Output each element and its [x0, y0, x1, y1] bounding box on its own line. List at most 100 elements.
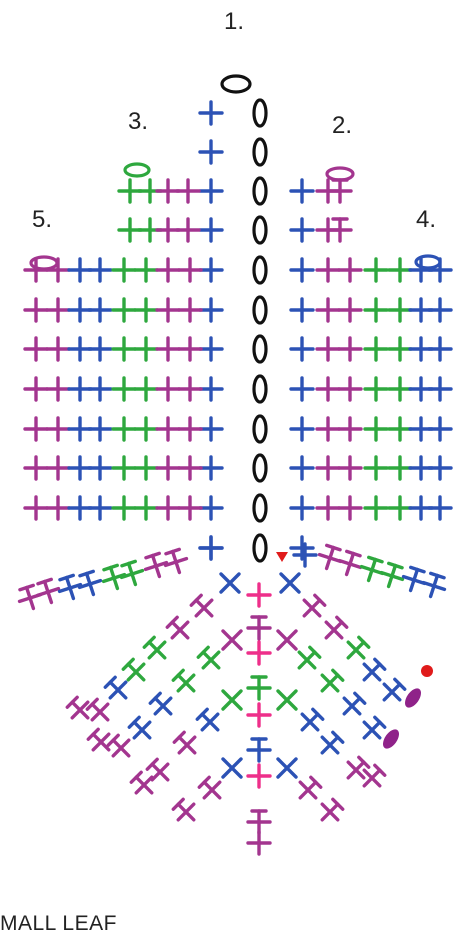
single-crochet-stitch: [198, 178, 224, 204]
single-crochet-stitch: [246, 702, 272, 728]
double-crochet-stitch: [421, 571, 447, 599]
double-crochet-stitch: [379, 561, 405, 589]
single-crochet-stitch: [198, 416, 224, 442]
single-crochet-stitch: [133, 495, 159, 521]
single-crochet-stitch: [155, 257, 181, 283]
single-crochet-stitch: [387, 495, 413, 521]
single-crochet-stitch: [177, 455, 203, 481]
single-crochet-stitch: [363, 376, 389, 402]
single-crochet-stitch: [175, 178, 201, 204]
single-crochet-stitch: [427, 376, 453, 402]
half-double-crochet-stitch: [221, 689, 243, 711]
single-crochet-stitch: [133, 416, 159, 442]
single-crochet-stitch: [427, 416, 453, 442]
single-crochet-stitch: [337, 416, 363, 442]
single-crochet-stitch: [155, 376, 181, 402]
single-crochet-stitch: [315, 495, 341, 521]
double-crochet-stitch: [320, 797, 345, 822]
single-crochet-stitch: [315, 455, 341, 481]
single-crochet-stitch: [87, 336, 113, 362]
double-crochet-stitch: [297, 645, 322, 670]
row-label-1: 1.: [224, 8, 245, 35]
chain-stitch: [414, 254, 442, 270]
single-crochet-stitch: [246, 830, 272, 856]
double-crochet-stitch: [142, 635, 167, 660]
double-crochet-stitch: [119, 559, 145, 587]
single-crochet-stitch: [198, 217, 224, 243]
double-crochet-stitch: [246, 675, 272, 701]
single-crochet-stitch: [177, 257, 203, 283]
single-crochet-stitch: [155, 495, 181, 521]
double-crochet-stitch: [346, 755, 371, 780]
single-crochet-stitch: [177, 495, 203, 521]
chain-stitch: [220, 74, 252, 94]
single-crochet-stitch: [387, 257, 413, 283]
single-crochet-stitch: [87, 297, 113, 323]
single-crochet-stitch: [87, 376, 113, 402]
start-marker: [276, 552, 288, 562]
single-crochet-stitch: [198, 139, 224, 165]
single-crochet-stitch: [337, 297, 363, 323]
single-crochet-stitch: [363, 416, 389, 442]
chain-stitch: [123, 162, 151, 178]
double-crochet-stitch: [129, 770, 154, 795]
single-crochet-stitch: [23, 455, 49, 481]
double-crochet-stitch: [317, 543, 343, 571]
single-crochet-stitch: [175, 217, 201, 243]
double-crochet-stitch: [246, 615, 272, 641]
single-crochet-stitch: [363, 297, 389, 323]
single-crochet-stitch: [387, 416, 413, 442]
single-crochet-stitch: [177, 416, 203, 442]
single-crochet-stitch: [87, 455, 113, 481]
single-crochet-stitch: [289, 178, 315, 204]
single-crochet-stitch: [177, 336, 203, 362]
single-crochet-stitch: [111, 455, 137, 481]
double-crochet-stitch: [163, 547, 189, 575]
single-crochet-stitch: [289, 297, 315, 323]
double-crochet-stitch: [86, 727, 111, 752]
half-double-crochet-stitch: [219, 572, 241, 594]
double-crochet-stitch: [346, 635, 371, 660]
single-crochet-stitch: [177, 297, 203, 323]
single-crochet-stitch: [23, 376, 49, 402]
double-crochet-stitch: [246, 809, 272, 835]
double-crochet-stitch: [106, 733, 131, 758]
single-crochet-stitch: [315, 257, 341, 283]
row-label-5: 5.: [32, 206, 53, 233]
single-crochet-stitch: [387, 376, 413, 402]
single-crochet-stitch: [87, 495, 113, 521]
single-crochet-stitch: [133, 336, 159, 362]
half-double-crochet-stitch: [279, 572, 301, 594]
single-crochet-stitch: [387, 297, 413, 323]
double-crochet-stitch: [172, 730, 197, 755]
single-crochet-stitch: [337, 376, 363, 402]
chain-stitch: [252, 334, 268, 364]
double-crochet-stitch: [127, 715, 152, 740]
single-crochet-stitch: [111, 376, 137, 402]
half-double-crochet-stitch: [276, 629, 298, 651]
single-crochet-stitch: [23, 495, 49, 521]
single-crochet-stitch: [133, 297, 159, 323]
single-crochet-stitch: [198, 495, 224, 521]
chain-stitch: [252, 176, 268, 206]
half-double-crochet-stitch: [221, 629, 243, 651]
half-double-crochet-stitch: [276, 689, 298, 711]
single-crochet-stitch: [315, 178, 341, 204]
double-crochet-stitch: [359, 555, 385, 583]
single-crochet-stitch: [23, 416, 49, 442]
single-crochet-stitch: [337, 257, 363, 283]
single-crochet-stitch: [111, 336, 137, 362]
double-crochet-stitch: [165, 615, 190, 640]
single-crochet-stitch: [246, 640, 272, 666]
single-crochet-stitch: [87, 416, 113, 442]
double-crochet-stitch: [57, 573, 83, 601]
single-crochet-stitch: [315, 336, 341, 362]
double-crochet-stitch: [196, 645, 221, 670]
single-crochet-stitch: [337, 336, 363, 362]
single-crochet-stitch: [427, 297, 453, 323]
single-crochet-stitch: [45, 376, 71, 402]
single-crochet-stitch: [315, 217, 341, 243]
double-crochet-stitch: [300, 707, 325, 732]
